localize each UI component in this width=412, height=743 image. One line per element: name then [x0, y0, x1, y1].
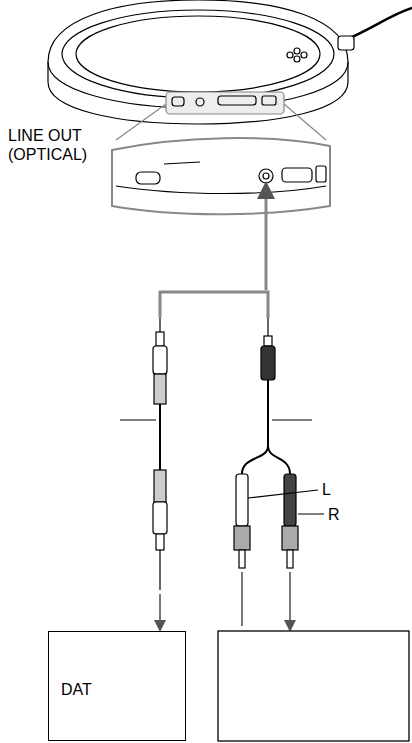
- audio-device-box: [218, 631, 409, 741]
- jack-label: LINE OUT (OPTICAL): [8, 126, 112, 164]
- connecting-cable: [234, 318, 324, 626]
- connection-bracket: [160, 190, 268, 318]
- channel-label: L: [322, 480, 352, 499]
- optical-cable: [120, 318, 167, 626]
- channel-label: R: [328, 505, 358, 524]
- device-name: DAT: [61, 680, 92, 699]
- cd-player: [48, 0, 412, 214]
- device-box: DAT: [48, 631, 186, 741]
